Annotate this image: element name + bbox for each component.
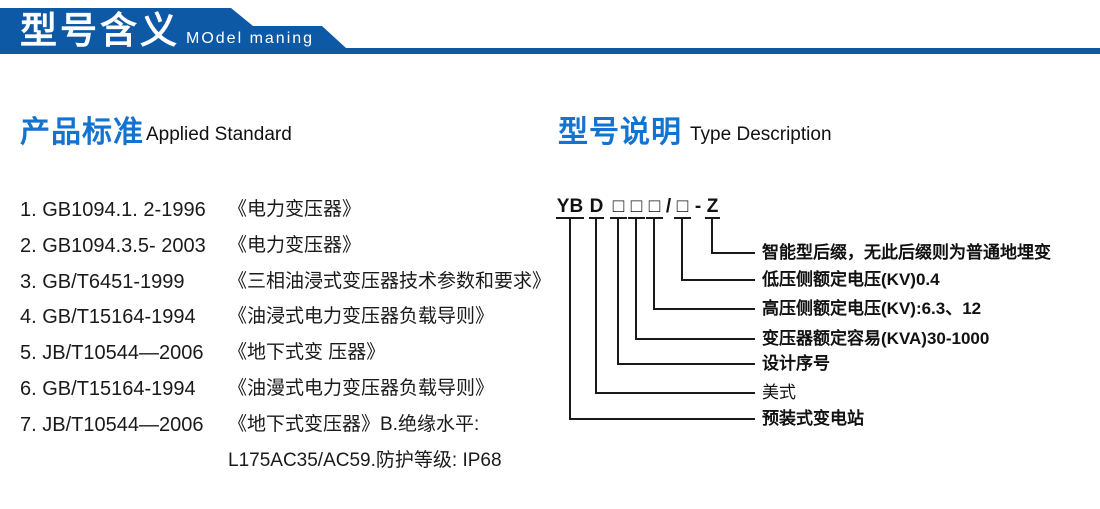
- connector-lines-svg: [569, 218, 755, 420]
- standard-code: 5. JB/T10544—2006: [20, 342, 204, 365]
- page-title: 型号含义: [20, 10, 180, 51]
- standard-item: 3. GB/T6451-1999 《三相油浸式变压器技术参数和要求》: [20, 269, 560, 305]
- standard-title: 《三相油浸式变压器技术参数和要求》: [228, 270, 552, 292]
- standard-item: 6. GB/T15164-1994 《油漫式电力变压器负载导则》: [20, 376, 560, 412]
- model-label-hv-rated-voltage: 高压侧额定电压(KV):6.3、12: [762, 299, 982, 318]
- standard-code: 2. GB1094.3.5- 2003: [20, 234, 206, 257]
- standard-title: 《电力变压器》: [228, 199, 362, 220]
- connector-box1: [617, 218, 755, 365]
- standard-title: 《油浸式电力变压器负载导则》: [228, 306, 495, 328]
- section-title-applied-standard-zh: 产品标准: [20, 116, 144, 149]
- model-label-design-serial: 设计序号: [762, 354, 830, 373]
- standard-title: 《地下式变压器》B.绝缘水平:: [228, 413, 480, 435]
- standard-title: L175AC35/AC59.防护等级: IP68: [228, 449, 502, 471]
- standards-list: 1. GB1094.1. 2-1996 《电力变压器》 2. GB1094.3.…: [20, 197, 560, 483]
- standard-code: 6. GB/T15164-1994: [20, 377, 196, 400]
- standard-item: 5. JB/T10544—2006 《地下式变 压器》: [20, 340, 560, 376]
- standard-code: 1. GB1094.1. 2-1996: [20, 199, 206, 221]
- connector-z: [711, 218, 755, 254]
- standard-item-continuation: L175AC35/AC59.防护等级: IP68: [20, 448, 560, 484]
- standard-item: 1. GB1094.1. 2-1996 《电力变压器》: [20, 197, 560, 233]
- standard-item: 7. JB/T10544—2006 《地下式变压器》B.绝缘水平:: [20, 412, 560, 448]
- standard-title: 《油漫式电力变压器负载导则》: [228, 377, 495, 399]
- model-label-smart-suffix: 智能型后缀，无此后缀则为普通地埋变: [762, 243, 1051, 262]
- connector-d: [595, 218, 755, 394]
- banner-polygon: [0, 8, 1100, 54]
- model-label-prefab-substation: 预装式变电站: [762, 409, 864, 428]
- header-banner-shape: [0, 8, 1100, 54]
- standard-item: 4. GB/T15164-1994 《油浸式电力变压器负载导则》: [20, 304, 560, 340]
- model-label-rated-capacity: 变压器额定容易(KVA)30-1000: [762, 329, 990, 348]
- connector-yb: [569, 218, 755, 420]
- section-title-type-description-en: Type Description: [690, 124, 832, 145]
- model-label-american-style: 美式: [762, 383, 796, 402]
- standard-item: 2. GB1094.3.5- 2003 《电力变压器》: [20, 233, 560, 269]
- standard-title: 《电力变压器》: [228, 234, 362, 256]
- standard-title: 《地下式变 压器》: [228, 342, 386, 364]
- model-token-slash: /: [665, 196, 672, 217]
- connector-box4: [681, 218, 755, 281]
- connector-box3: [653, 218, 755, 310]
- standard-code: 3. GB/T6451-1999: [20, 270, 185, 293]
- section-title-type-description-zh: 型号说明: [558, 116, 682, 149]
- standard-code: 4. GB/T15164-1994: [20, 306, 196, 329]
- standard-code: 7. JB/T10544—2006: [20, 413, 204, 436]
- model-token-dash: -: [694, 196, 702, 217]
- page-subtitle: MOdel maning: [186, 30, 315, 47]
- section-title-applied-standard-en: Applied Standard: [146, 124, 292, 145]
- connector-box2: [635, 218, 755, 340]
- model-label-lv-rated-voltage: 低压侧额定电压(KV)0.4: [762, 270, 940, 289]
